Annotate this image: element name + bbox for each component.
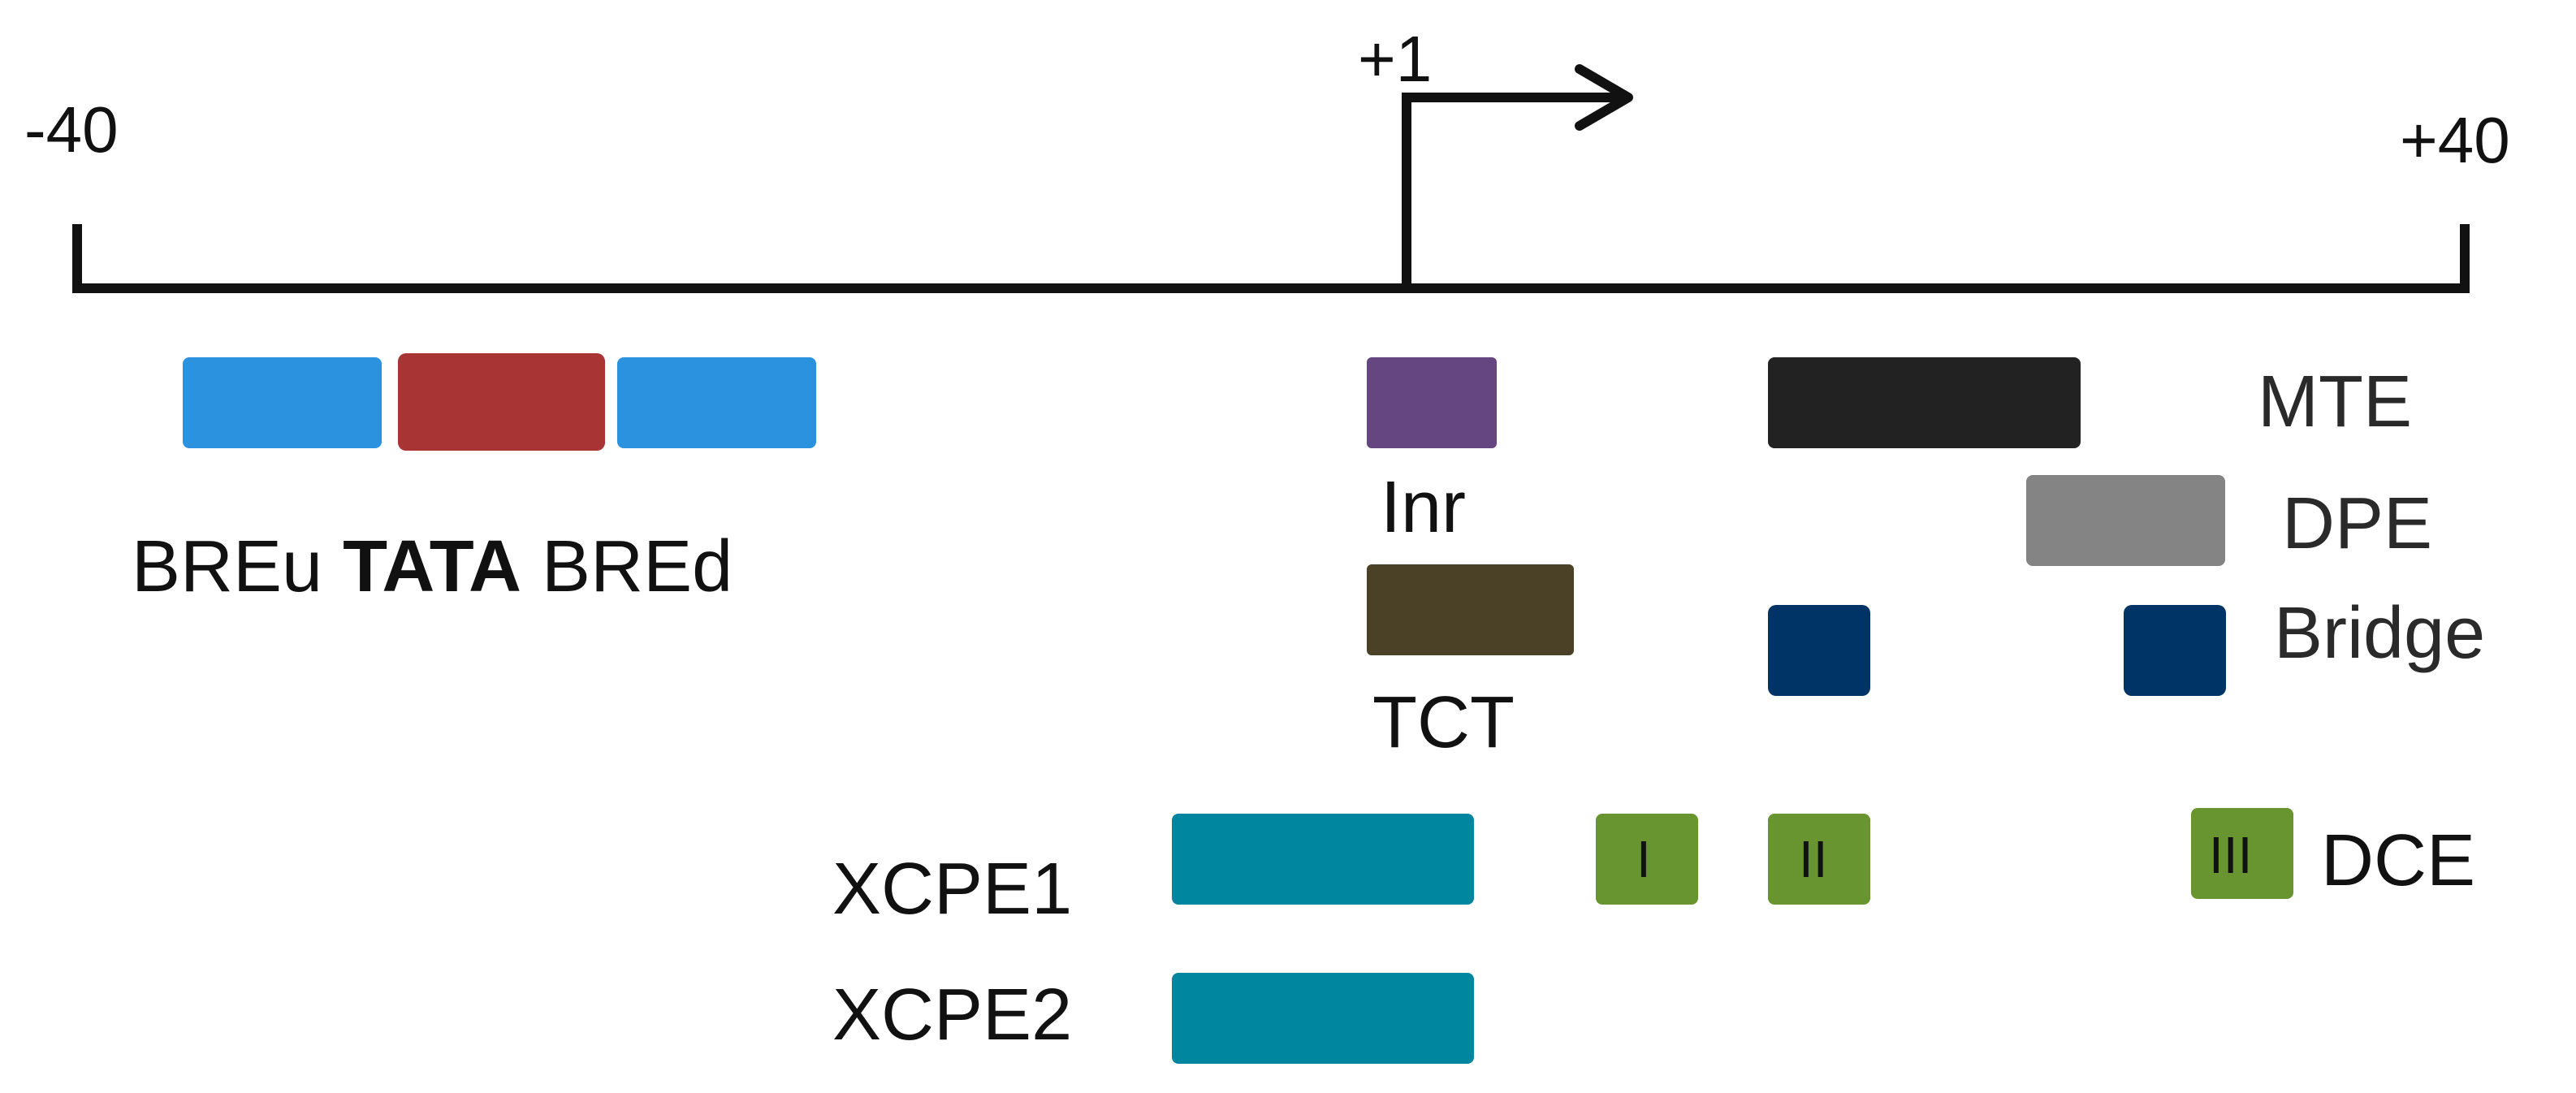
tata-label: TATA [343, 526, 521, 607]
inr-label: Inr [1381, 467, 1466, 548]
dce-ii-box [1768, 814, 1870, 905]
axis-end-label: +40 [2400, 104, 2510, 176]
dce-i-label: I [1636, 830, 1651, 888]
tss-label: +1 [1358, 23, 1432, 95]
xcpe1-label: XCPE1 [832, 849, 1072, 930]
dce-label: DCE [2321, 820, 2475, 901]
dpe-label: DPE [2282, 483, 2432, 564]
inr-box [1367, 357, 1497, 448]
xcpe2-box [1172, 973, 1474, 1064]
tss-arrow-head-icon [1575, 64, 1633, 131]
bred-label: BREd [542, 526, 733, 607]
axis-start-label: -40 [24, 93, 119, 166]
xcpe1-box [1172, 814, 1474, 905]
dce-iii-box [2191, 808, 2293, 899]
position-axis [72, 64, 2470, 293]
tct-box [1367, 564, 1574, 655]
bre-tata-label: BREu TATA BREd [132, 526, 733, 607]
bridge-box-2 [2124, 605, 2226, 696]
dce-iii-label: III [2209, 826, 2252, 884]
bridge-label: Bridge [2274, 593, 2485, 674]
dpe-box [2026, 475, 2225, 566]
mte-box [1768, 357, 2081, 448]
breu-box [183, 357, 382, 448]
bridge-box-1 [1768, 605, 1870, 696]
dce-i-box [1596, 814, 1698, 905]
tct-label: TCT [1372, 682, 1515, 763]
mte-label: MTE [2258, 361, 2412, 443]
tata-box [398, 353, 605, 451]
dce-ii-label: II [1799, 830, 1828, 888]
xcpe2-label: XCPE2 [832, 974, 1072, 1056]
bred-box [617, 357, 816, 448]
breu-label: BREu [132, 526, 322, 607]
